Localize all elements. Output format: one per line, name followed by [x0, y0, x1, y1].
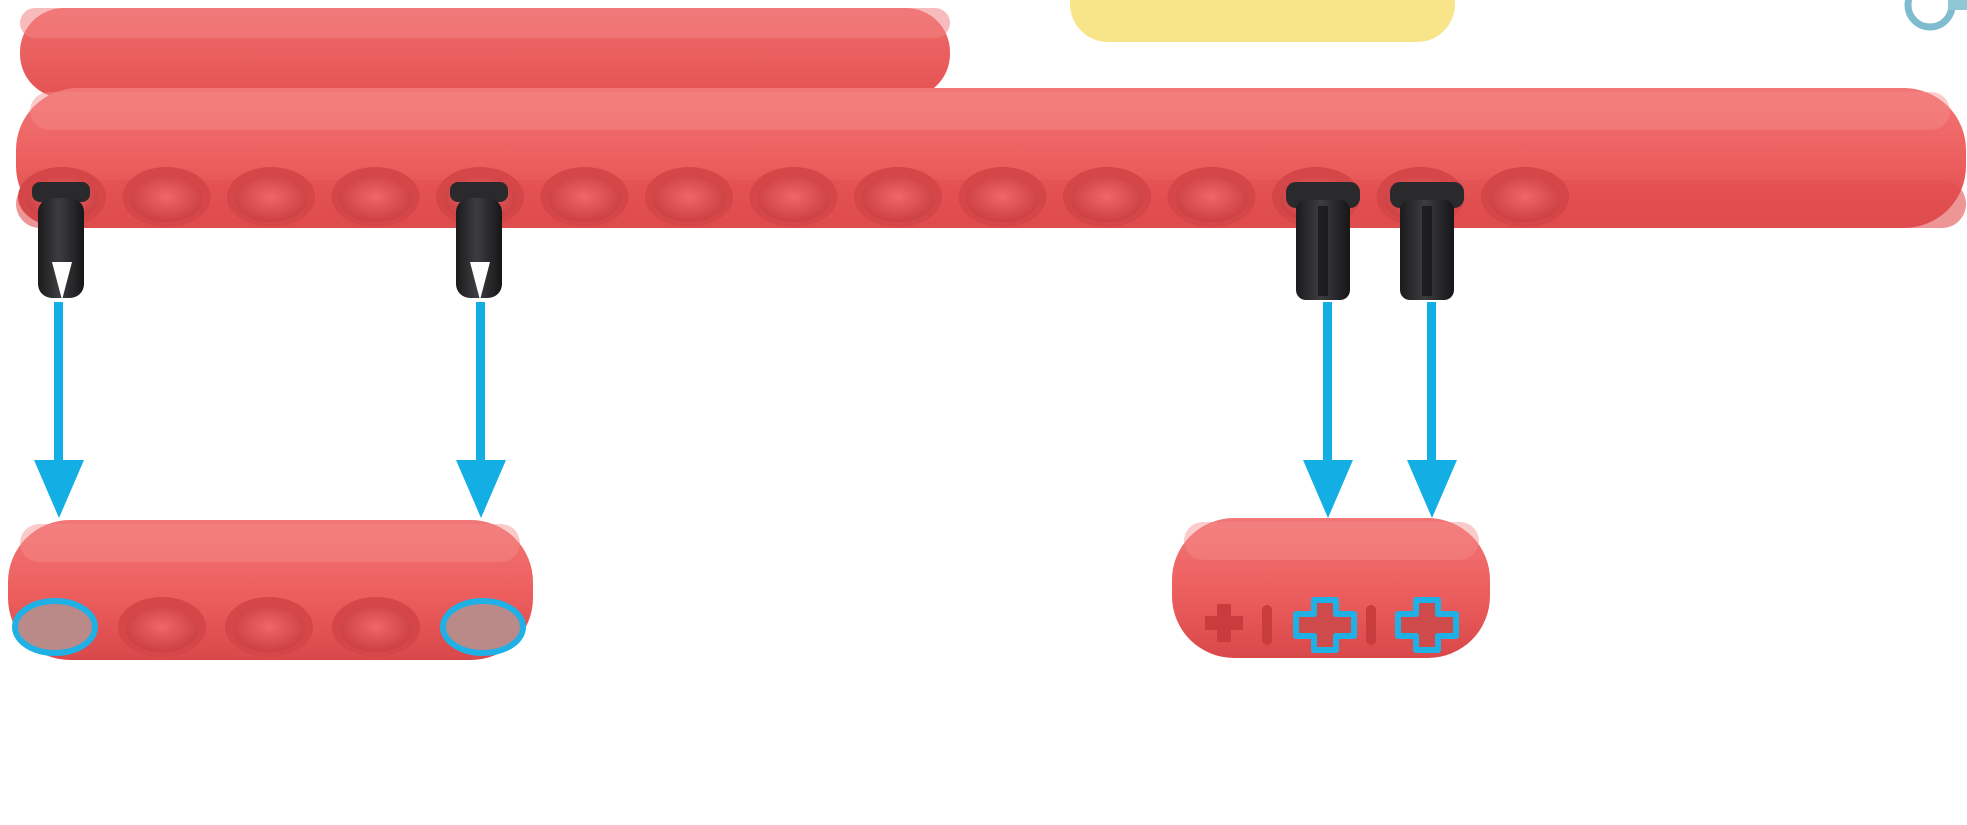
arrow-3 [1303, 302, 1353, 518]
long-beam-hole-3 [235, 176, 307, 222]
right-beam [1172, 518, 1490, 658]
friction-pin-1 [32, 182, 90, 300]
long-beam [16, 88, 1966, 228]
long-beam-hole-6 [549, 176, 621, 222]
left-beam-target-hole-2 [443, 601, 523, 653]
long-beam-hole-15 [1489, 176, 1561, 222]
callout-note [1070, 0, 1455, 42]
axle-pin-2 [1390, 182, 1464, 300]
axle-pin-1 [1286, 182, 1360, 300]
left-beam-hole-4 [340, 606, 412, 652]
long-beam-hole-9 [862, 176, 934, 222]
long-beam-hole-8 [758, 176, 830, 222]
arrow-1 [34, 302, 84, 518]
left-beam-hole-3 [233, 606, 305, 652]
long-beam-hole-10 [967, 176, 1039, 222]
long-beam-hole-2 [131, 176, 203, 222]
long-beam-hole-7 [653, 176, 725, 222]
friction-pin-2 [450, 182, 508, 300]
left-beam-target-hole-1 [15, 601, 95, 653]
long-beam-hole-12 [1176, 176, 1248, 222]
left-beam-hole-2 [126, 606, 198, 652]
key-icon [1908, 0, 1967, 27]
arrow-4 [1407, 302, 1457, 518]
long-beam-hole-4 [340, 176, 412, 222]
left-beam [8, 520, 533, 660]
long-beam-hole-11 [1071, 176, 1143, 222]
left-beam-holes [118, 597, 420, 657]
arrow-2 [456, 302, 506, 518]
upper-beam [20, 8, 950, 98]
